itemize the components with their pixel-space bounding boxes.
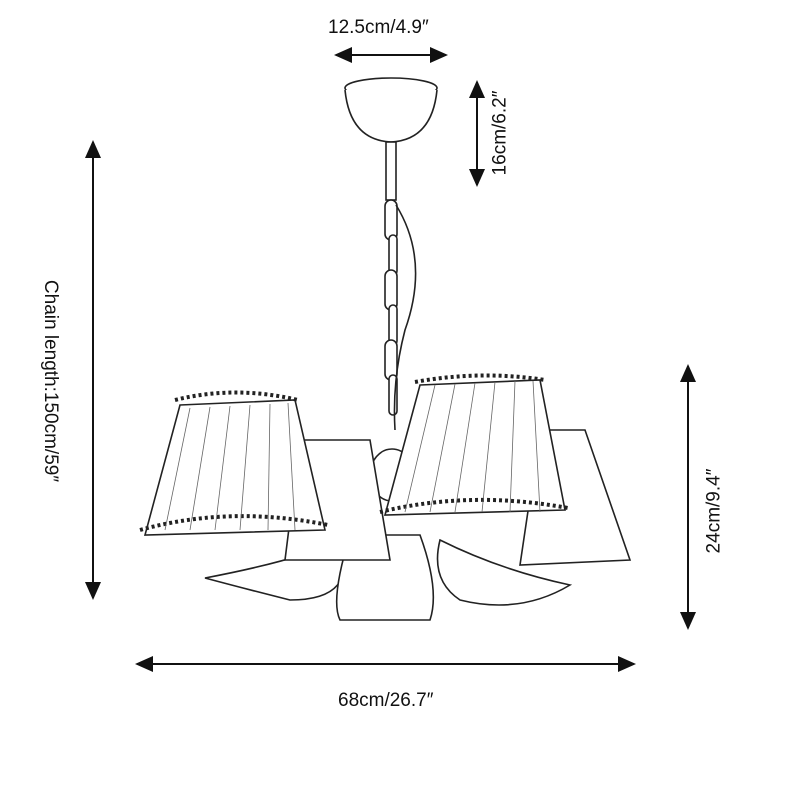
overall-width-label: 68cm/26.7″ bbox=[338, 690, 434, 711]
shade-pleats bbox=[164, 380, 541, 531]
chandelier bbox=[139, 77, 632, 621]
lamp-shade-right bbox=[379, 373, 569, 516]
lamp-shade-left bbox=[139, 390, 329, 536]
canopy-height-label: 16cm/6.2″ bbox=[489, 90, 511, 176]
chain-length-label: Chain length:150cm/59″ bbox=[40, 279, 62, 483]
body-height-label: 24cm/9.4″ bbox=[703, 468, 725, 554]
chain bbox=[384, 199, 417, 431]
canopy-width-label: 12.5cm/4.9″ bbox=[328, 17, 429, 38]
